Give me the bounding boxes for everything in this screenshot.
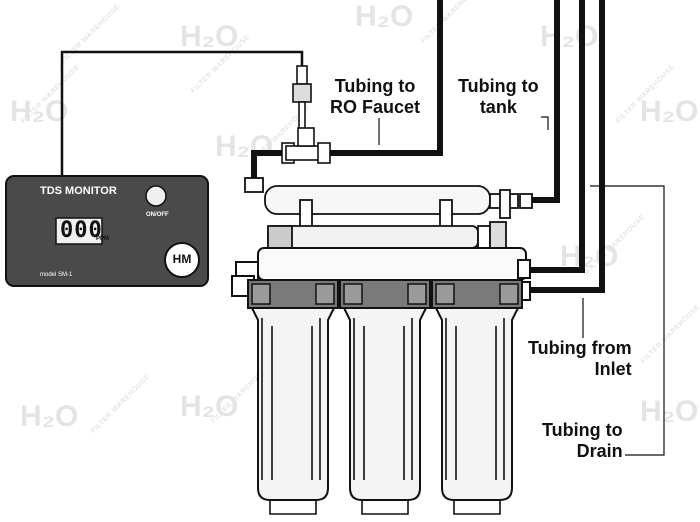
tds-probe — [281, 65, 331, 164]
on-off-label: ON/OFF — [146, 212, 169, 218]
hm-digital-logo: HM — [164, 242, 200, 278]
label-tank: Tubing to tank — [456, 76, 541, 118]
on-off-button[interactable] — [146, 186, 166, 206]
label-inlet-line1: Tubing from — [528, 338, 632, 358]
label-drain-line2: Drain — [576, 441, 623, 461]
drain-leader — [590, 185, 665, 456]
label-ro-faucet: Tubing to RO Faucet — [328, 76, 423, 118]
faucet-tubing — [328, 0, 443, 156]
sensor-wire — [60, 50, 304, 178]
housing-caps — [247, 279, 523, 309]
tds-reading: 000 — [60, 218, 103, 243]
inline-filter — [267, 221, 507, 253]
tds-model: model SM-1 — [40, 272, 73, 278]
label-tank-line1: Tubing to — [458, 76, 539, 96]
label-inlet: Tubing from Inlet — [526, 338, 634, 380]
drain-tubing — [530, 0, 605, 293]
filter-housings — [250, 307, 520, 501]
label-tank-line2: tank — [479, 97, 517, 117]
tds-monitor-title: TDS MONITOR — [40, 185, 117, 197]
label-inlet-line2: Inlet — [594, 359, 632, 379]
label-ro-faucet-line2: RO Faucet — [330, 97, 421, 117]
label-drain-line1: Tubing to — [542, 420, 623, 440]
tds-unit: PPM — [96, 236, 110, 242]
tds-monitor-body — [5, 175, 209, 287]
label-drain: Tubing to Drain — [540, 420, 625, 462]
label-ro-faucet-line1: Tubing to — [334, 76, 416, 96]
tank-tubing — [530, 0, 560, 203]
tank-leader — [522, 116, 549, 130]
faucet-tubing — [251, 150, 285, 180]
inlet-tubing — [530, 0, 585, 273]
